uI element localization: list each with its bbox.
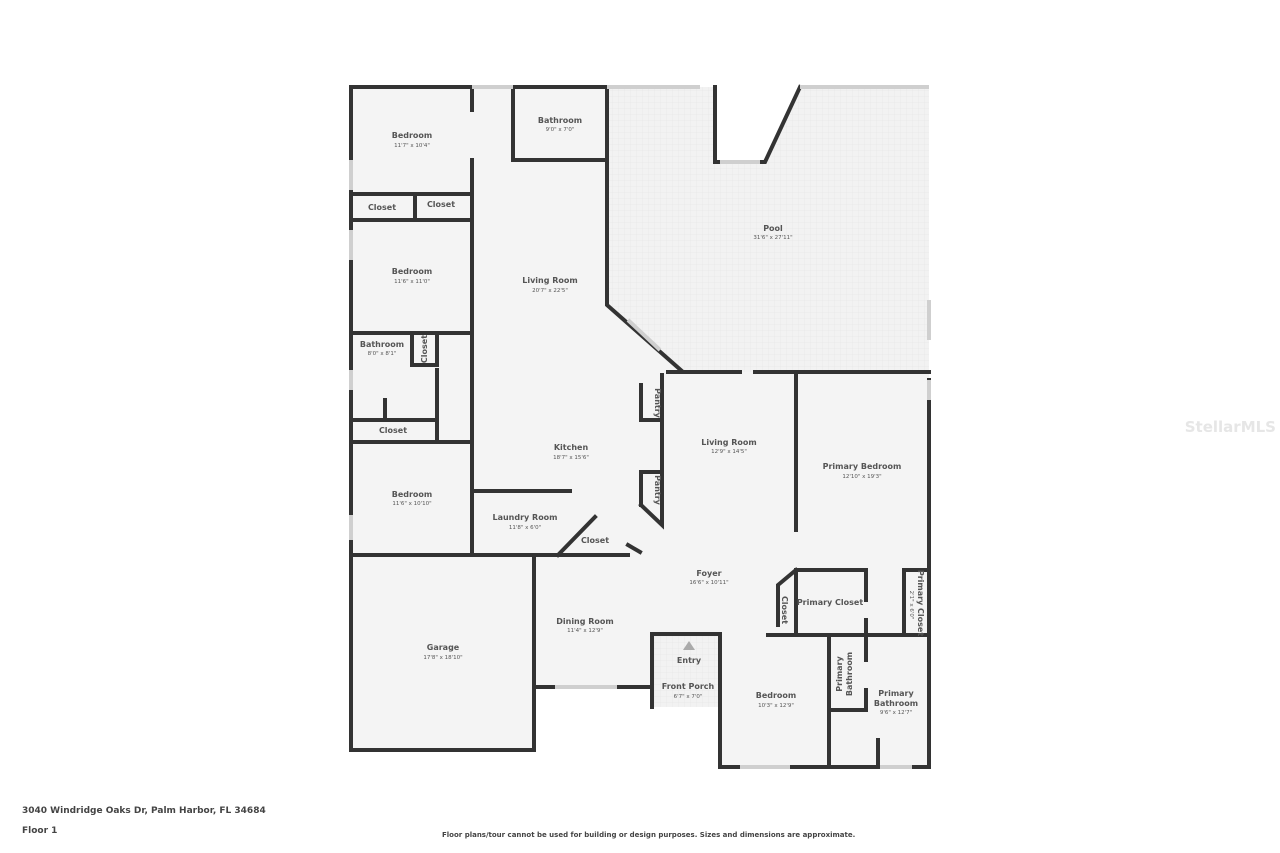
svg-text:Kitchen: Kitchen [554, 443, 589, 452]
svg-text:Living Room: Living Room [701, 438, 757, 447]
svg-text:Closet: Closet [581, 536, 609, 545]
svg-text:Garage: Garage [427, 643, 460, 652]
room-labels: Bedroom 11'7" x 10'4" Bathroom 9'0" x 7'0"… [360, 116, 925, 716]
svg-text:Bedroom: Bedroom [392, 267, 433, 276]
pool-area [607, 87, 929, 372]
svg-text:Bedroom: Bedroom [756, 691, 797, 700]
svg-text:31'6" x 27'11": 31'6" x 27'11" [753, 235, 792, 241]
svg-text:9'0" x 7'0": 9'0" x 7'0" [546, 127, 575, 133]
svg-text:Closet: Closet [379, 426, 407, 435]
svg-text:17'8" x 18'10": 17'8" x 18'10" [423, 655, 462, 661]
svg-text:Bathroom: Bathroom [360, 340, 404, 349]
svg-text:16'6" x 10'11": 16'6" x 10'11" [689, 580, 728, 586]
svg-text:10'3" x 12'9": 10'3" x 12'9" [758, 703, 794, 709]
svg-text:Closet: Closet [420, 335, 429, 363]
svg-text:9'6" x 12'7": 9'6" x 12'7" [880, 710, 912, 716]
svg-text:PrimaryBathroom: PrimaryBathroom [835, 652, 854, 696]
svg-text:Bedroom: Bedroom [392, 131, 433, 140]
svg-text:8'0" x 8'1": 8'0" x 8'1" [368, 351, 397, 357]
svg-text:11'7" x 10'4": 11'7" x 10'4" [394, 143, 430, 149]
svg-text:Entry: Entry [677, 656, 702, 665]
svg-text:2'1" x 6'0": 2'1" x 6'0" [908, 591, 914, 620]
svg-text:18'7" x 15'6": 18'7" x 15'6" [553, 455, 589, 461]
windows [349, 85, 931, 769]
svg-text:Front Porch: Front Porch [662, 682, 715, 691]
svg-text:Living Room: Living Room [522, 276, 578, 285]
svg-text:Closet: Closet [368, 203, 396, 212]
svg-text:11'4" x 12'9": 11'4" x 12'9" [567, 628, 603, 634]
svg-text:Primary Closet: Primary Closet [916, 570, 925, 637]
svg-text:Foyer: Foyer [696, 569, 721, 578]
svg-text:Dining Room: Dining Room [556, 617, 614, 626]
watermark: StellarMLS [1184, 418, 1276, 436]
svg-text:20'7" x 22'5": 20'7" x 22'5" [532, 288, 568, 294]
svg-text:Closet: Closet [427, 200, 455, 209]
svg-text:Laundry Room: Laundry Room [492, 513, 557, 522]
svg-text:Bathroom: Bathroom [538, 116, 582, 125]
svg-text:Primary Closet: Primary Closet [797, 598, 864, 607]
floor-label: Floor 1 [22, 826, 58, 836]
svg-text:11'8" x 6'0": 11'8" x 6'0" [509, 525, 541, 531]
svg-text:Primary Bedroom: Primary Bedroom [823, 462, 902, 471]
floor-areas [351, 87, 929, 767]
disclaimer: Floor plans/tour cannot be used for buil… [442, 831, 856, 839]
svg-text:Pool: Pool [763, 224, 783, 233]
svg-text:12'9" x 14'5": 12'9" x 14'5" [711, 449, 747, 455]
svg-text:6'7" x 7'0": 6'7" x 7'0" [674, 694, 703, 700]
svg-text:Pantry: Pantry [653, 475, 662, 506]
svg-text:Bedroom: Bedroom [392, 490, 433, 499]
svg-text:11'6" x 11'0": 11'6" x 11'0" [394, 279, 430, 285]
address: 3040 Windridge Oaks Dr, Palm Harbor, FL … [22, 806, 266, 816]
svg-text:11'6" x 10'10": 11'6" x 10'10" [392, 501, 431, 507]
svg-text:Pantry: Pantry [653, 388, 662, 419]
svg-text:12'10" x 19'3": 12'10" x 19'3" [842, 474, 881, 480]
svg-text:PrimaryBathroom: PrimaryBathroom [874, 689, 918, 708]
svg-text:Closet: Closet [780, 596, 789, 624]
entry-arrow-icon [683, 641, 695, 650]
